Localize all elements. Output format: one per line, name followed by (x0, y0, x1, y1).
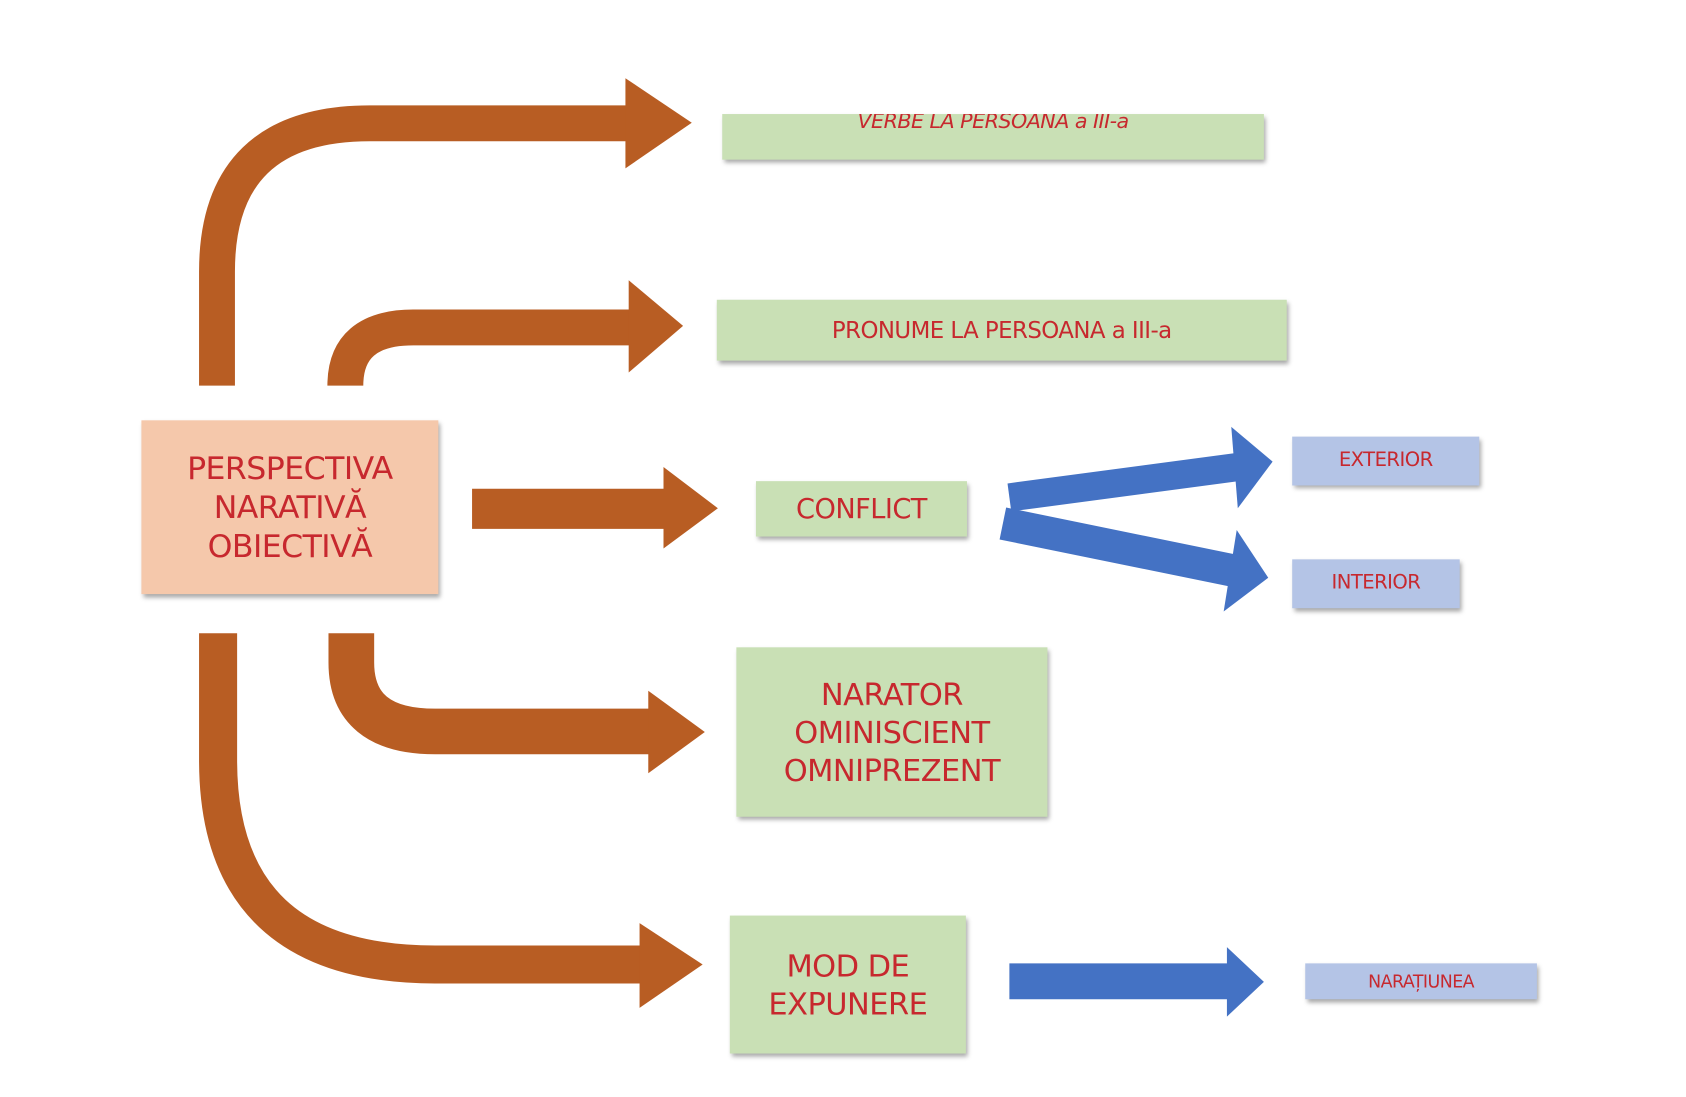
arrow-to-naratiunea (1009, 947, 1264, 1017)
arrow-to-interior-head (1223, 530, 1269, 612)
node-exterior-label: EXTERIOR (1338, 448, 1433, 472)
node-verbe: VERBE LA PERSOANA a III-a (722, 114, 1264, 160)
main-node-perspectiva: PERSPECTIVA NARATIVĂ OBIECTIVĂ (141, 420, 439, 595)
arrow-to-exterior-head (1231, 426, 1273, 509)
node-mod-expunere: MOD DE EXPUNERE (729, 915, 966, 1054)
node-naratiunea-label: NARAȚIUNEA (1368, 970, 1475, 992)
arrow-to-pronume-head (628, 280, 684, 373)
node-naratiunea: NARAȚIUNEA (1305, 963, 1537, 1000)
node-pronume: PRONUME LA PERSOANA a III-a (716, 299, 1287, 361)
node-mod-expunere-label: MOD DE EXPUNERE (768, 947, 928, 1022)
arrow-to-mod-head (639, 923, 703, 1008)
node-narator: NARATOR OMINISCIENT OMNIPREZENT (736, 647, 1048, 817)
arrow-to-conflict (472, 467, 718, 549)
arrow-to-mod-shaft (199, 633, 644, 984)
arrow-to-exterior-shaft (1007, 453, 1240, 512)
arrow-to-narator-shaft (328, 633, 653, 755)
arrow-to-pronume-shaft (327, 309, 634, 387)
arrow-to-verbe-shaft (199, 105, 634, 386)
node-interior: INTERIOR (1292, 559, 1460, 609)
node-conflict-label: CONFLICT (796, 492, 927, 525)
main-node-label: PERSPECTIVA NARATIVĂ OBIECTIVĂ (187, 449, 393, 565)
node-exterior: EXTERIOR (1292, 436, 1480, 486)
node-interior-label: INTERIOR (1331, 571, 1421, 595)
node-narator-label: NARATOR OMINISCIENT OMNIPREZENT (783, 676, 1001, 788)
arrow-to-verbe-head (625, 78, 692, 169)
node-pronume-label: PRONUME LA PERSOANA a III-a (831, 317, 1172, 344)
node-verbe-label: VERBE LA PERSOANA a III-a (857, 114, 1129, 134)
arrow-to-interior-shaft (999, 507, 1235, 587)
arrow-to-narator-head (648, 690, 705, 774)
node-conflict: CONFLICT (755, 481, 967, 537)
